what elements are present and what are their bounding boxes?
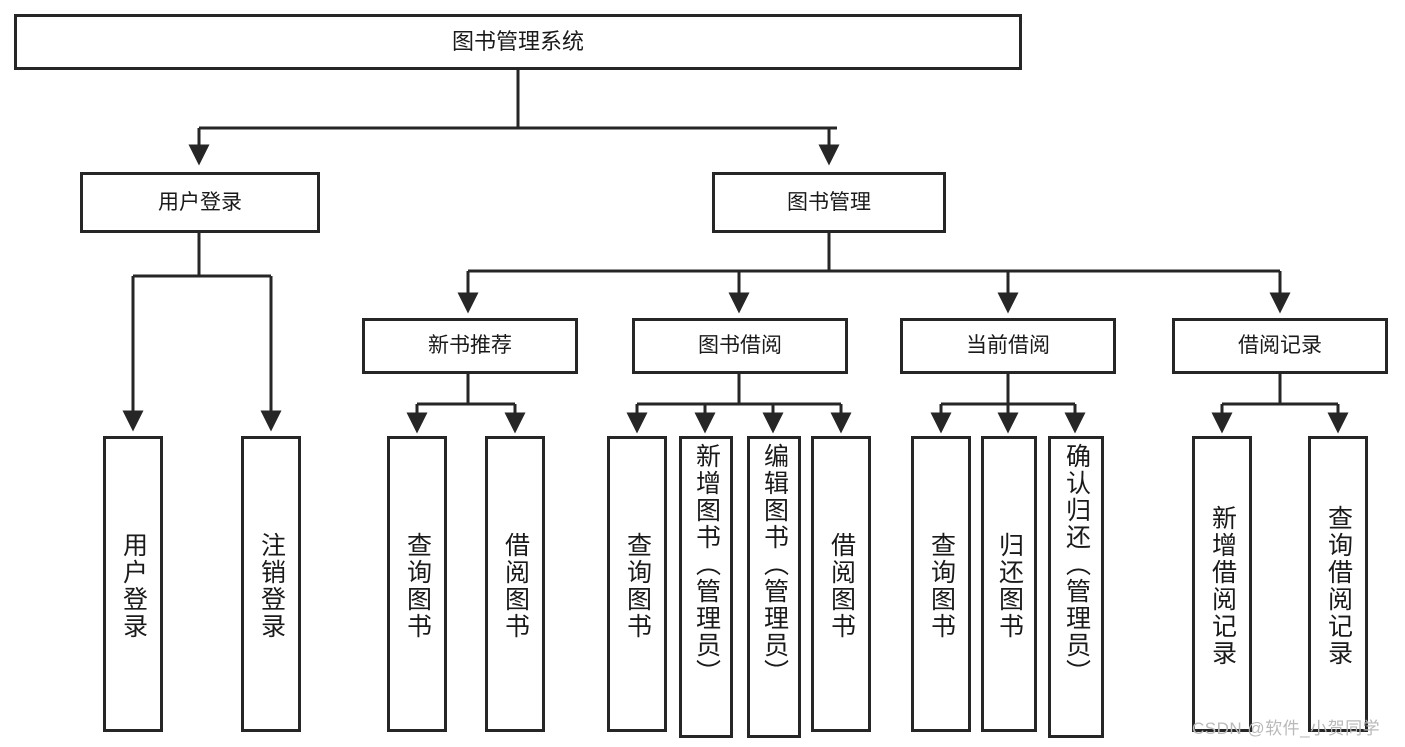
node-label: 查询图书 bbox=[403, 532, 432, 640]
leaf-logout-login[interactable]: 注销登录 bbox=[241, 436, 301, 732]
node-label: 用户登录 bbox=[158, 190, 242, 214]
leaf-edit-book-admin[interactable]: 编辑图书（管理员） bbox=[747, 436, 801, 738]
leaf-add-borrow-record[interactable]: 新增借阅记录 bbox=[1192, 436, 1252, 732]
node-label: 归还图书 bbox=[995, 532, 1024, 640]
leaf-borrow-books-1[interactable]: 借阅图书 bbox=[485, 436, 545, 732]
node-borrowing-records[interactable]: 借阅记录 bbox=[1172, 318, 1388, 374]
node-current-borrowing[interactable]: 当前借阅 bbox=[900, 318, 1116, 374]
node-book-management-system[interactable]: 图书管理系统 bbox=[14, 14, 1022, 70]
leaf-confirm-return-admin[interactable]: 确认归还（管理员） bbox=[1048, 436, 1104, 738]
node-book-management[interactable]: 图书管理 bbox=[712, 172, 946, 233]
node-label: 确认归还（管理员） bbox=[1062, 443, 1091, 686]
node-label: 当前借阅 bbox=[966, 334, 1050, 358]
node-book-borrowing[interactable]: 图书借阅 bbox=[632, 318, 848, 374]
csdn-watermark: CSDN @软件_小贺同学 bbox=[1192, 719, 1381, 738]
leaf-query-books-1[interactable]: 查询图书 bbox=[387, 436, 447, 732]
node-label: 图书管理系统 bbox=[451, 28, 584, 54]
node-label: 查询图书 bbox=[927, 532, 956, 640]
node-label: 借阅图书 bbox=[827, 532, 856, 640]
node-label: 新增图书（管理员） bbox=[692, 443, 721, 686]
leaf-borrow-books-2[interactable]: 借阅图书 bbox=[811, 436, 871, 732]
node-user-login[interactable]: 用户登录 bbox=[80, 172, 320, 233]
node-label: 新书推荐 bbox=[428, 334, 512, 358]
leaf-return-books[interactable]: 归还图书 bbox=[981, 436, 1037, 732]
node-label: 图书管理 bbox=[787, 190, 871, 214]
node-label: 注销登录 bbox=[257, 532, 286, 640]
node-label: 借阅图书 bbox=[501, 532, 530, 640]
node-label: 图书借阅 bbox=[698, 334, 782, 358]
node-label: 编辑图书（管理员） bbox=[760, 443, 789, 686]
leaf-user-login[interactable]: 用户登录 bbox=[103, 436, 163, 732]
node-label: 借阅记录 bbox=[1238, 334, 1322, 358]
leaf-add-book-admin[interactable]: 新增图书（管理员） bbox=[679, 436, 733, 738]
node-label: 用户登录 bbox=[119, 532, 148, 640]
node-label: 查询借阅记录 bbox=[1324, 505, 1353, 667]
node-new-book-recommendation[interactable]: 新书推荐 bbox=[362, 318, 578, 374]
node-label: 查询图书 bbox=[623, 532, 652, 640]
leaf-query-books-3[interactable]: 查询图书 bbox=[911, 436, 971, 732]
leaf-query-books-2[interactable]: 查询图书 bbox=[607, 436, 667, 732]
node-label: 新增借阅记录 bbox=[1208, 505, 1237, 667]
leaf-query-borrow-record[interactable]: 查询借阅记录 bbox=[1308, 436, 1368, 732]
